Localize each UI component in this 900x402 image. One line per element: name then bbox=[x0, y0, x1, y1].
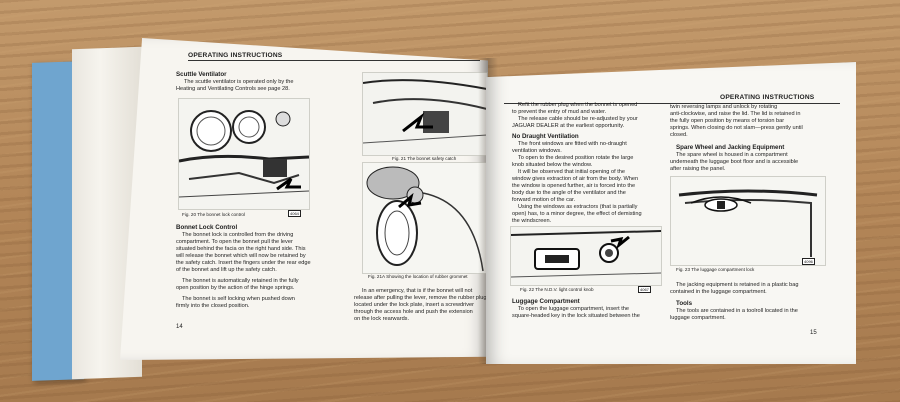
no-draught-heading: No Draught Ventilation bbox=[512, 133, 579, 140]
no-draught-line: body due to the angle of the ventilator … bbox=[512, 190, 626, 196]
tools-line: luggage compartment. bbox=[670, 315, 726, 321]
bonnet-retain-line: open position by the action of the hinge… bbox=[176, 285, 295, 291]
scuttle-heading: Scuttle Ventilator bbox=[176, 71, 227, 78]
fig23-caption: Fig. 23 The luggage compartment lock bbox=[676, 267, 755, 272]
emergency-line: on the lock rearwards. bbox=[354, 316, 410, 322]
fig21a-caption: Fig. 21A Showing the location of rubber … bbox=[368, 274, 468, 279]
bonnet-lock-line: situated behind the facia on the right h… bbox=[176, 246, 306, 252]
bonnet-lock-line: of the bonnet and lift up the safety cat… bbox=[176, 267, 277, 273]
bonnet-selflock-line: The bonnet is self locking when pushed d… bbox=[182, 296, 295, 302]
fig23-illustration bbox=[670, 176, 826, 266]
right-page: OPERATING INSTRUCTIONS Refit the rubber … bbox=[486, 62, 856, 364]
fig22-caption: Fig. 22 The N.D.V. light control knob bbox=[520, 287, 594, 292]
bonnet-lock-line: the safety catch. Insert the fingers und… bbox=[176, 260, 311, 266]
lid-line: springs. When closing do not slam—press … bbox=[670, 125, 803, 131]
bonnet-lock-line: will release the bonnet which will now b… bbox=[176, 253, 306, 259]
tools-line: The tools are contained in a toolroll lo… bbox=[676, 308, 798, 314]
spare-wheel-line: underneath the luggage boot floor and is… bbox=[670, 159, 799, 165]
fig21-illustration bbox=[362, 72, 488, 156]
tools-heading: Tools bbox=[676, 300, 693, 307]
luggage-line: square-headed key in the lock situated b… bbox=[512, 313, 640, 319]
emergency-line: release after pulling the lever, remove … bbox=[354, 295, 487, 301]
left-page-number: 14 bbox=[176, 324, 183, 330]
no-draught-line: To open to the desired position rotate t… bbox=[518, 155, 634, 161]
no-draught-line: knob situated below the window. bbox=[512, 162, 593, 168]
fig20-tag: 4064 bbox=[288, 210, 301, 217]
emergency-line: through the access hole and push the ext… bbox=[354, 309, 473, 315]
bonnet-lock-line: The bonnet lock is controlled from the d… bbox=[182, 232, 294, 238]
no-draught-line: window gives extraction of air from the … bbox=[512, 176, 639, 182]
right-head-rule bbox=[504, 103, 840, 104]
spare-wheel-line: after raising the panel. bbox=[670, 166, 726, 172]
lid-line: the fully open position by means of tors… bbox=[670, 118, 785, 124]
fig22-illustration bbox=[510, 226, 662, 286]
bonnet-lock-heading: Bonnet Lock Control bbox=[176, 224, 238, 231]
no-draught-line: It will be observed that initial opening… bbox=[518, 169, 625, 175]
jacking-line: The jacking equipment is retained in a p… bbox=[676, 282, 799, 288]
spare-wheel-heading: Spare Wheel and Jacking Equipment bbox=[676, 144, 785, 151]
left-page: OPERATING INSTRUCTIONS Scuttle Ventilato… bbox=[120, 38, 488, 360]
emergency-line: located under the lock plate, insert a s… bbox=[354, 302, 475, 308]
scuttle-line: The scuttle ventilator is operated only … bbox=[184, 79, 294, 85]
fig21a-illustration bbox=[362, 162, 488, 274]
spare-wheel-line: The spare wheel is housed in a compartme… bbox=[676, 152, 788, 158]
no-draught-line: the window is opened further, air is for… bbox=[512, 183, 636, 189]
left-head-rule bbox=[188, 60, 480, 61]
bonnet-lock-line: compartment. To open the bonnet pull the… bbox=[176, 239, 293, 245]
lid-line: closed. bbox=[670, 132, 688, 138]
fig23-tag: 4096 bbox=[802, 258, 815, 265]
no-draught-line: ventilation windows. bbox=[512, 148, 562, 154]
left-running-head: OPERATING INSTRUCTIONS bbox=[188, 52, 283, 59]
refit-line: to prevent the entry of mud and water. bbox=[512, 109, 607, 115]
bonnet-selflock-line: firmly into the closed position. bbox=[176, 303, 250, 309]
right-page-number: 15 bbox=[810, 330, 817, 336]
lid-line: anti-clockwise, and raise the lid. The l… bbox=[670, 111, 801, 117]
no-draught-line: The front windows are fitted with no-dra… bbox=[518, 141, 627, 147]
refit-line: The release cable should be re-adjusted … bbox=[518, 116, 638, 122]
no-draught-line: the windscreen. bbox=[512, 218, 552, 224]
no-draught-line: Using the windows as extractors (that is… bbox=[518, 204, 638, 210]
right-running-head: OPERATING INSTRUCTIONS bbox=[720, 94, 815, 101]
luggage-heading: Luggage Compartment bbox=[512, 298, 580, 305]
scuttle-line: Heating and Ventilating Controls see pag… bbox=[176, 86, 290, 92]
fig22-tag: 4067 bbox=[638, 286, 651, 293]
no-draught-line: forward motion of the car. bbox=[512, 197, 576, 203]
emergency-line: In an emergency, that is if the bonnet w… bbox=[362, 288, 473, 294]
lid-line: twin reversing lamps and unlock by rotat… bbox=[670, 104, 778, 110]
bonnet-retain-line: The bonnet is automatically retained in … bbox=[182, 278, 299, 284]
fig21-caption: Fig. 21 The bonnet safety catch bbox=[392, 156, 457, 161]
fig20-illustration bbox=[178, 98, 310, 210]
refit-line: Refit the rubber plug when the bonnet is… bbox=[518, 102, 638, 108]
jacking-line: contained in the luggage compartment. bbox=[670, 289, 767, 295]
no-draught-line: open) has, to a minor degree, the effect… bbox=[512, 211, 642, 217]
refit-line: JAGUAR DEALER at the earliest opportunit… bbox=[512, 123, 625, 129]
fig20-caption: Fig. 20 The bonnet lock control bbox=[182, 212, 245, 217]
luggage-line: To open the luggage compartment, insert … bbox=[518, 306, 630, 312]
